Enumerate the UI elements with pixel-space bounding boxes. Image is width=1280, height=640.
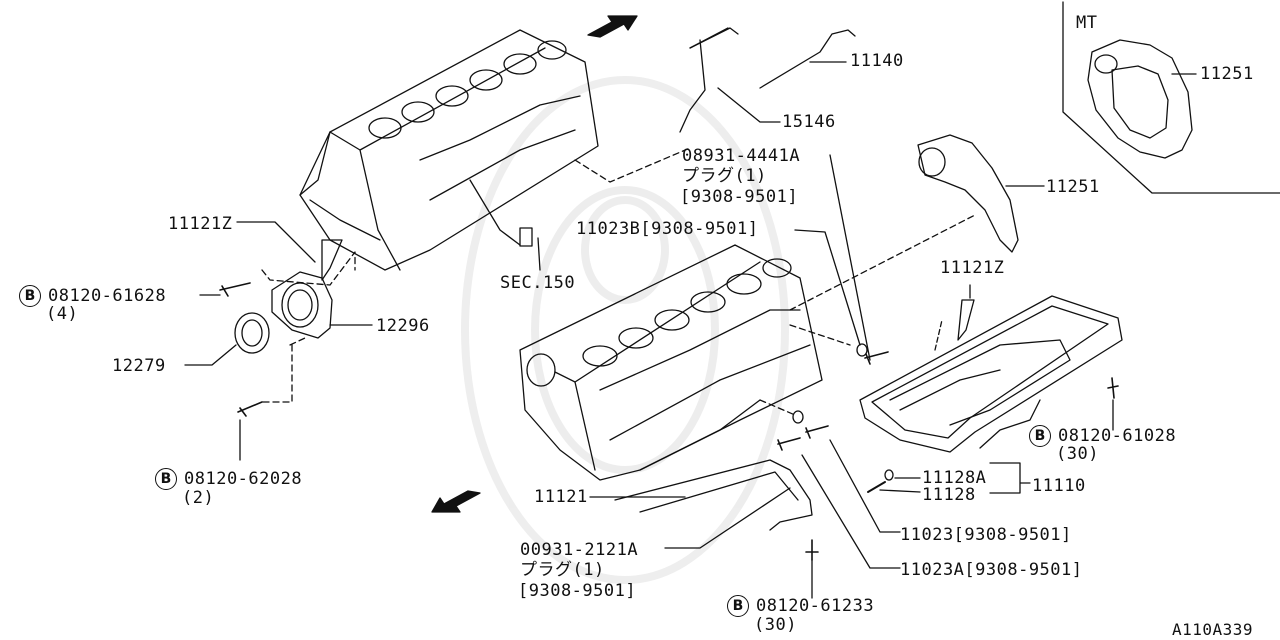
bolt-61233	[805, 539, 819, 561]
label-12279: 12279	[112, 356, 166, 376]
label-12296: 12296	[376, 316, 430, 336]
rear-oil-seal-retainer-12296	[271, 271, 333, 339]
badge-b-61028: B	[1029, 425, 1051, 447]
label-qty-30-right: (30)	[1056, 444, 1099, 464]
sealant-tube-right	[957, 299, 975, 341]
badge-b-61233: B	[727, 595, 749, 617]
label-plug-top: プラグ(1)	[682, 166, 767, 186]
direction-arrow-top	[587, 15, 638, 38]
label-11110: 11110	[1032, 476, 1086, 496]
figure-code: A110A339	[1172, 620, 1254, 639]
label-11121: 11121	[534, 487, 588, 507]
cylinder-block-lower	[519, 244, 823, 481]
label-11023a: 11023A[9308-9501]	[900, 560, 1083, 580]
label-08120-61628: 08120-61628	[48, 286, 167, 306]
badge-b-62028: B	[155, 468, 177, 490]
label-sec-150: SEC.150	[500, 273, 576, 293]
washer-11023b	[856, 343, 868, 357]
label-plug-bottom: プラグ(1)	[520, 560, 605, 580]
watermark-emblem	[461, 76, 789, 584]
badge-b-61628: B	[19, 285, 41, 307]
label-qty-30-bottom: (30)	[754, 615, 797, 635]
washer-11023a	[792, 410, 804, 424]
label-qty-4: (4)	[46, 304, 79, 324]
bolt-11023a	[777, 437, 801, 451]
gasket-11251	[917, 134, 1019, 253]
label-11251: 11251	[1046, 177, 1100, 197]
label-qty-2: (2)	[182, 488, 215, 508]
label-11023: 11023[9308-9501]	[900, 525, 1072, 545]
label-15146: 15146	[782, 112, 836, 132]
label-11251-mt: 11251	[1200, 64, 1254, 84]
label-mt: MT	[1076, 13, 1098, 33]
gasket-11121	[614, 459, 813, 531]
label-08120-62028: 08120-62028	[184, 469, 303, 489]
bolt-61028	[1107, 377, 1119, 399]
label-date-bottom: [9308-9501]	[518, 581, 637, 601]
label-08931-4441a: 08931-4441A	[682, 146, 801, 166]
drain-plug-11128	[867, 481, 886, 493]
drain-washer-11128a	[884, 469, 894, 481]
sealant-tube-left	[321, 239, 343, 281]
label-00931-2121a: 00931-2121A	[520, 540, 639, 560]
label-11128a: 11128A	[922, 468, 987, 488]
oil-seal-12279	[234, 312, 270, 354]
label-11023b: 11023B[9308-9501]	[576, 219, 759, 239]
direction-arrow-bottom	[431, 490, 481, 513]
label-date-top: [9308-9501]	[680, 187, 799, 207]
label-11121z-left: 11121Z	[168, 214, 233, 234]
bolt-62028	[237, 401, 263, 417]
mt-gasket-11251	[1087, 39, 1193, 159]
label-11121z-right: 11121Z	[940, 258, 1005, 278]
mt-inset-frame	[1062, 1, 1280, 194]
bolt-11023	[805, 425, 829, 439]
label-08120-61028: 08120-61028	[1058, 426, 1177, 446]
bolt-61628	[219, 282, 251, 297]
cylinder-block-upper	[299, 29, 599, 271]
label-11128: 11128	[922, 485, 976, 505]
label-08120-61233: 08120-61233	[756, 596, 875, 616]
label-11140: 11140	[850, 51, 904, 71]
oil-pan-11110	[859, 295, 1123, 453]
dipstick	[759, 29, 856, 89]
